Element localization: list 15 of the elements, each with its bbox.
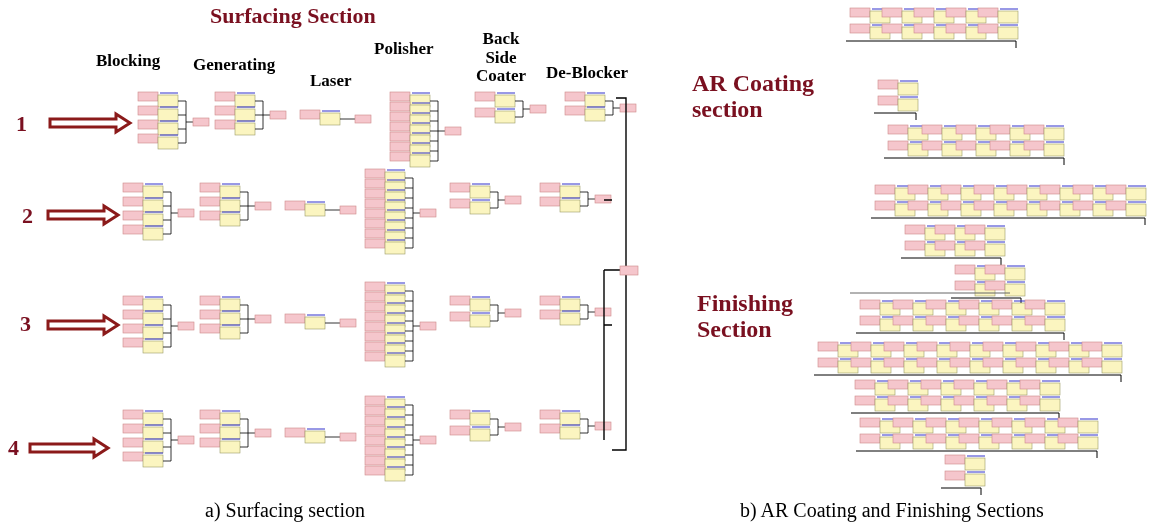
column-heading: Generating xyxy=(193,56,276,75)
section-heading: Finishing Section xyxy=(697,290,795,343)
column-heading: Back Side Coater xyxy=(475,30,527,87)
panel-caption: a) Surfacing section xyxy=(205,499,365,521)
line-number: 2 xyxy=(22,204,33,229)
line-number: 1 xyxy=(16,112,27,137)
line-number: 4 xyxy=(8,436,19,461)
column-heading: De-Blocker xyxy=(546,64,629,83)
section-heading: AR Coating section xyxy=(692,70,815,123)
panel-caption: b) AR Coating and Finishing Sections xyxy=(740,499,1044,521)
column-heading: Laser xyxy=(310,72,352,91)
column-heading: Blocking xyxy=(96,52,161,71)
line-number: 3 xyxy=(20,312,31,337)
section-heading: Surfacing Section xyxy=(210,4,376,29)
column-heading: Polisher xyxy=(374,40,434,59)
